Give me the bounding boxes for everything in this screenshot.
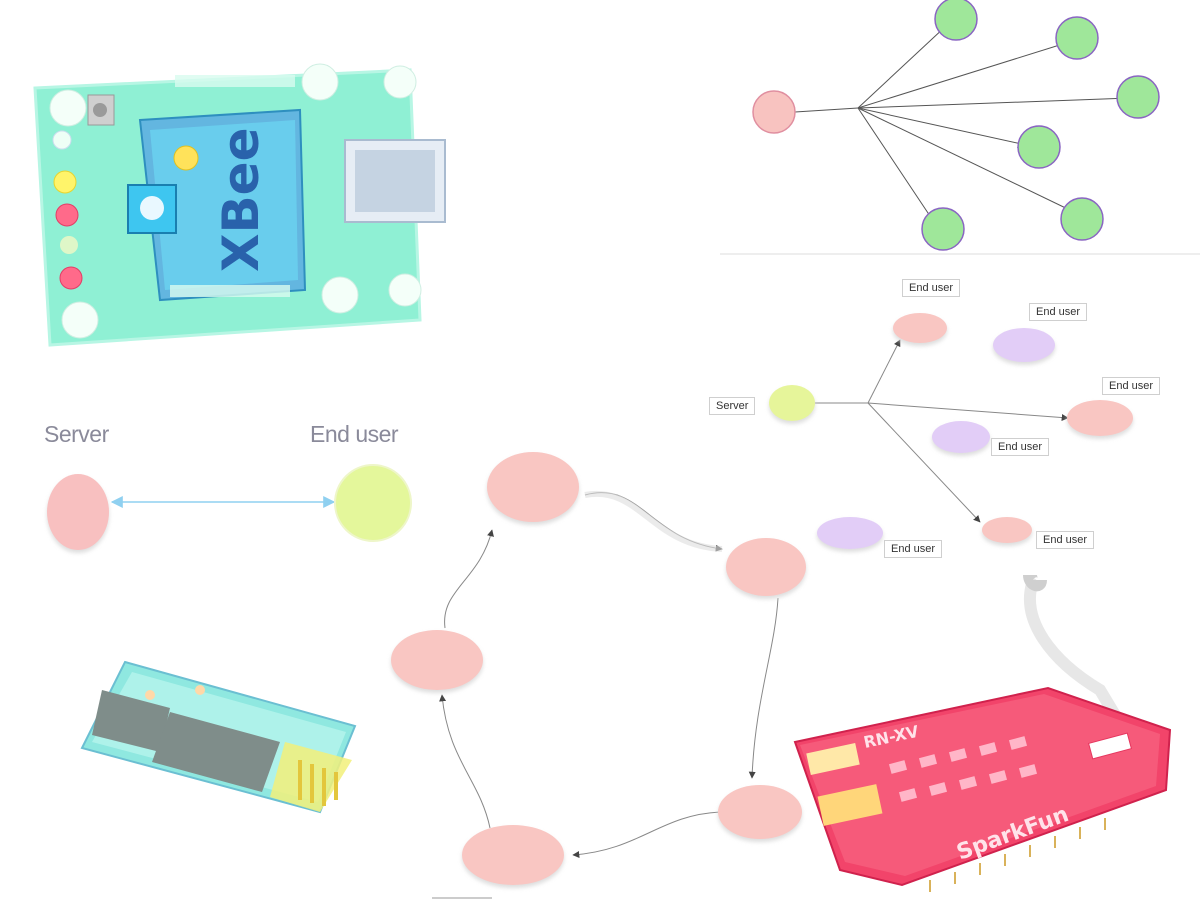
star-server-node	[752, 90, 796, 134]
ring-node	[726, 538, 806, 596]
star-client-node	[1017, 125, 1061, 169]
p2p-enduser-label: End user	[310, 421, 399, 447]
p2p-server-label: Server	[44, 421, 109, 447]
star-topology-diagram	[752, 0, 1160, 251]
wifi-board-image: RN-XV SparkFun	[793, 574, 1172, 892]
tree-enduser-label: End user	[1029, 303, 1088, 321]
ring-topology-diagram	[391, 452, 806, 899]
tree-enduser-label: End user	[1036, 531, 1095, 549]
star-client-node	[921, 207, 965, 251]
tree-enduser-label: End user	[1102, 377, 1161, 395]
ring-node	[718, 785, 802, 839]
star-client-node	[1116, 75, 1160, 119]
tree-topology-diagram	[769, 313, 1133, 549]
tree-enduser-node	[982, 517, 1032, 543]
tree-enduser-node	[993, 328, 1055, 362]
xbee-board-image: XBee	[33, 63, 446, 347]
ring-node	[487, 452, 579, 522]
tree-enduser-label: End user	[902, 279, 961, 297]
ring-node	[462, 825, 564, 885]
tree-enduser-label: End user	[991, 438, 1050, 456]
tree-enduser-node	[817, 517, 883, 549]
p2p-server-node	[47, 474, 109, 550]
tree-enduser-node	[932, 421, 990, 453]
xbee-chip-label: XBee	[212, 128, 270, 272]
tree-server-node	[769, 385, 815, 421]
tree-server-label: Server	[709, 397, 756, 415]
star-client-node	[1055, 16, 1099, 60]
tree-enduser-node	[893, 313, 947, 343]
star-client-node	[1060, 197, 1104, 241]
star-client-node	[934, 0, 978, 41]
bluetooth-module-image	[80, 660, 357, 814]
tree-enduser-node	[1067, 400, 1133, 436]
p2p-enduser-node	[334, 464, 412, 542]
point-to-point-diagram	[47, 464, 412, 550]
tree-enduser-label: End user	[884, 540, 943, 558]
ring-node	[391, 630, 483, 690]
